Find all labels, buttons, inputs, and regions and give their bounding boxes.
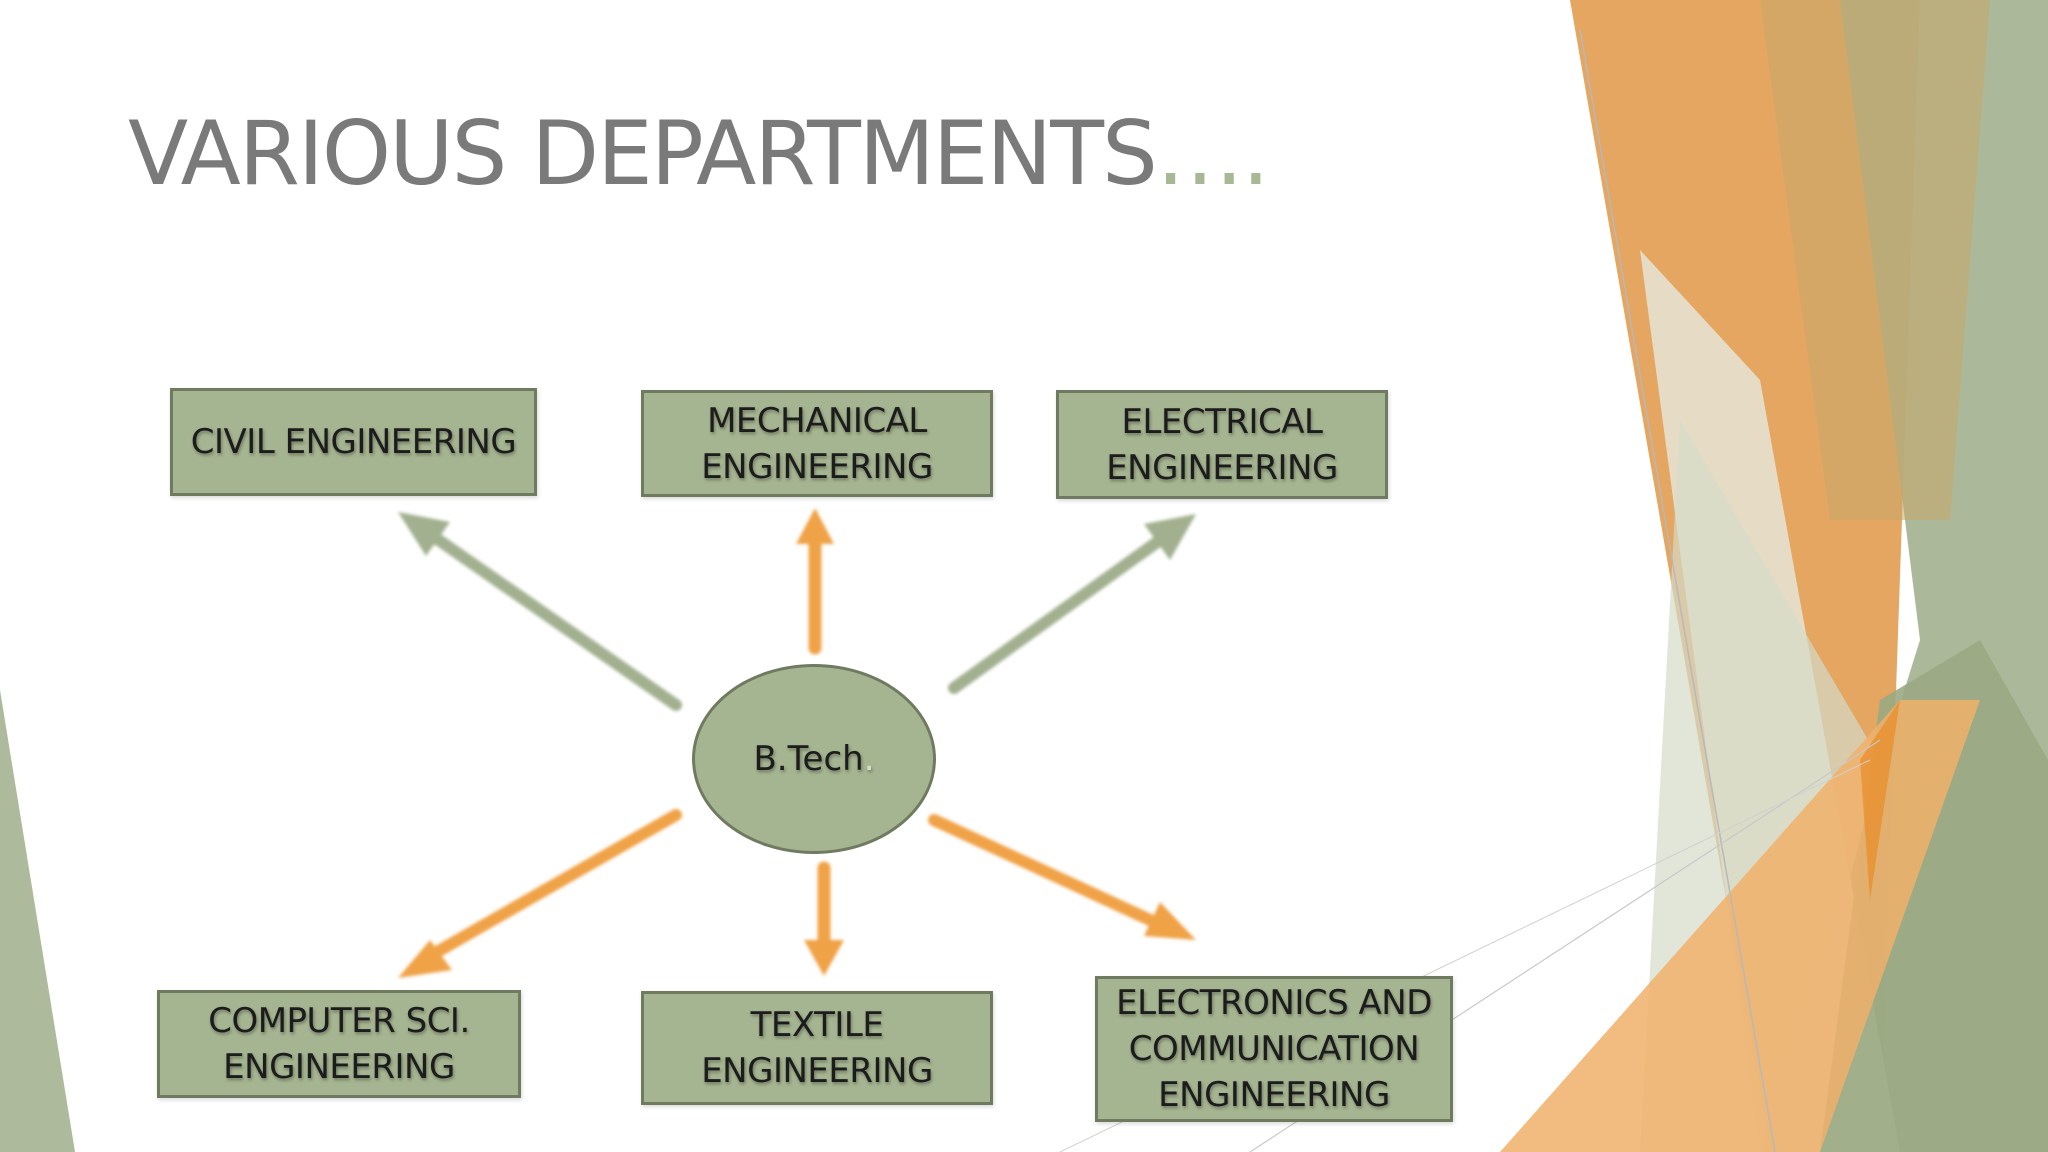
arrow-to-computer [398,809,682,978]
arrow-to-electrical [948,514,1196,694]
arrow-to-civil [398,512,682,711]
title-dots: …. [1155,102,1270,205]
dept-label-mechanical: MECHANICAL ENGINEERING [701,400,933,487]
dept-label-electronics: ELECTRONICS AND COMMUNICATION ENGINEERIN… [1116,983,1432,1115]
hub-label-dot: . [863,739,875,779]
arrow-to-textile [804,861,844,976]
dept-label-civil: CIVIL ENGINEERING [190,422,517,462]
dept-box-civil: CIVIL ENGINEERING [170,388,537,496]
dept-box-electronics: ELECTRONICS AND COMMUNICATION ENGINEERIN… [1095,976,1453,1122]
hub-label: B.Tech [753,739,864,779]
dept-label-electrical: ELECTRICAL ENGINEERING [1106,401,1338,488]
arrow-to-electronics [928,814,1196,940]
dept-box-electrical: ELECTRICAL ENGINEERING [1056,390,1388,499]
arrow-to-mechanical [796,508,834,655]
hub-btech: B.Tech. [692,664,936,854]
dept-box-computer: COMPUTER SCI. ENGINEERING [157,990,521,1098]
dept-label-computer: COMPUTER SCI. ENGINEERING [208,1001,470,1087]
title-text: VARIOUS DEPARTMENTS [128,102,1158,205]
page-title: VARIOUS DEPARTMENTS…. [128,110,1270,198]
dept-box-mechanical: MECHANICAL ENGINEERING [641,390,993,497]
dept-label-textile: TEXTILE ENGINEERING [701,1005,933,1091]
dept-box-textile: TEXTILE ENGINEERING [641,991,993,1105]
